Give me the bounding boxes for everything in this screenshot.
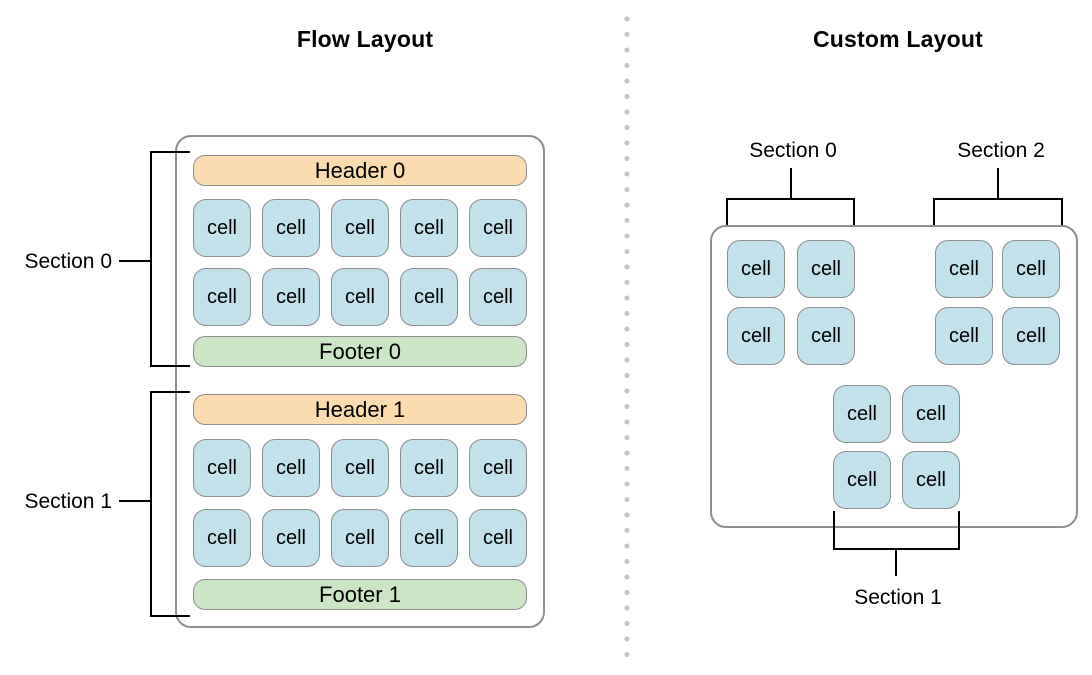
cell: cell: [469, 509, 527, 567]
cell: cell: [1002, 240, 1060, 298]
cell: cell: [469, 199, 527, 257]
cell: cell: [400, 199, 458, 257]
custom-section1-label: Section 1: [854, 586, 942, 609]
flow-section1-header: Header 1: [193, 394, 527, 425]
cell: cell: [902, 385, 960, 443]
cell: cell: [797, 307, 855, 365]
custom-section1-stem-line: [895, 550, 897, 576]
custom-section2-bracket: [933, 198, 1063, 235]
flow-section1-label: Section 1: [24, 490, 112, 513]
custom-section0-stem-line: [790, 168, 792, 198]
cell: cell: [331, 509, 389, 567]
cell: cell: [935, 240, 993, 298]
custom-section2-stem-line: [997, 168, 999, 198]
cell: cell: [193, 268, 251, 326]
cell: cell: [1002, 307, 1060, 365]
cell: cell: [262, 268, 320, 326]
cell: cell: [797, 240, 855, 298]
cell: cell: [833, 451, 891, 509]
cell: cell: [400, 268, 458, 326]
cell: cell: [400, 439, 458, 497]
flow-section0-header: Header 0: [193, 155, 527, 186]
cell: cell: [331, 199, 389, 257]
flow-section0-label: Section 0: [24, 250, 112, 273]
custom-section2-label: Section 2: [957, 139, 1045, 162]
cell: cell: [833, 385, 891, 443]
cell: cell: [262, 509, 320, 567]
cell: cell: [727, 307, 785, 365]
flow-section0-bracket: [150, 151, 190, 367]
cell: cell: [727, 240, 785, 298]
flow-section0-footer: Footer 0: [193, 336, 527, 367]
cell: cell: [469, 439, 527, 497]
cell: cell: [193, 439, 251, 497]
custom-section0-bracket: [726, 198, 855, 235]
custom-section1-bracket: [833, 511, 960, 550]
flow-section1-connector-line: [119, 500, 150, 502]
cell: cell: [193, 199, 251, 257]
flow-layout-title: Flow Layout: [296, 26, 434, 52]
cell: cell: [400, 509, 458, 567]
cell: cell: [331, 268, 389, 326]
cell: cell: [935, 307, 993, 365]
cell: cell: [262, 439, 320, 497]
flow-section1-footer: Footer 1: [193, 579, 527, 610]
flow-section0-connector-line: [119, 260, 150, 262]
cell: cell: [902, 451, 960, 509]
dotted-divider: [624, 12, 630, 662]
cell: cell: [331, 439, 389, 497]
cell: cell: [469, 268, 527, 326]
custom-section0-label: Section 0: [749, 139, 837, 162]
custom-layout-title: Custom Layout: [813, 26, 983, 52]
flow-section1-bracket: [150, 391, 190, 617]
cell: cell: [262, 199, 320, 257]
cell: cell: [193, 509, 251, 567]
